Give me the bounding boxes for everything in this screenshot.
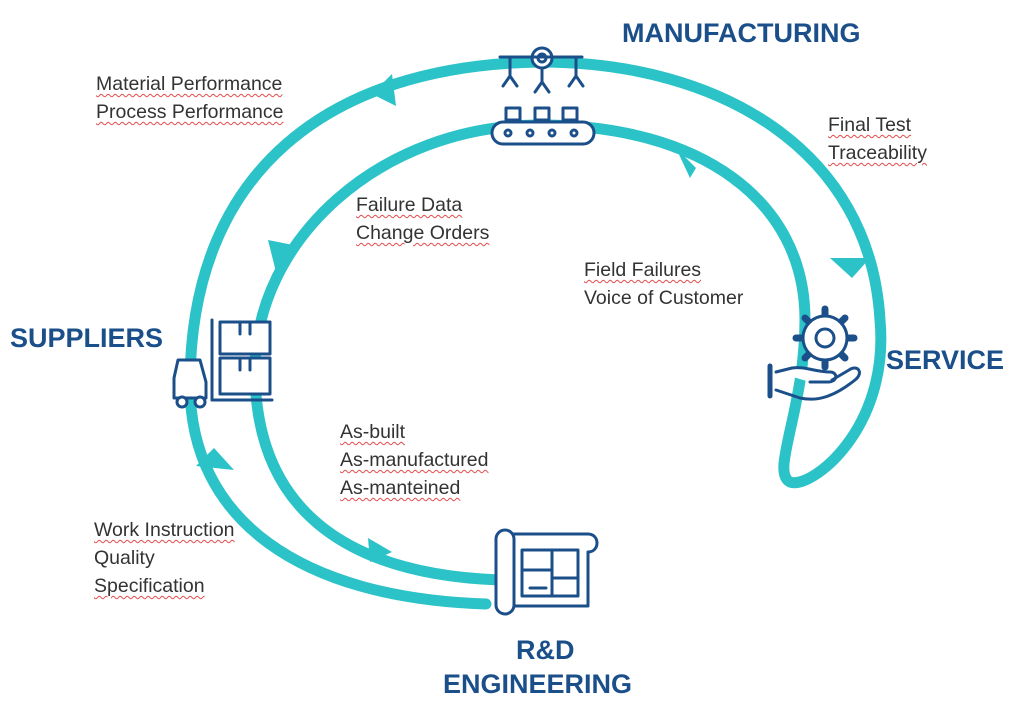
arrow-to-manufacturing xyxy=(372,74,396,106)
manufacturing-title: MANUFACTURING xyxy=(622,18,861,48)
flow-line: Process Performance xyxy=(96,101,284,123)
flow-line: As-built xyxy=(340,421,406,443)
flow-suppliers-to-rd: As-built As-manufactured As-manteined xyxy=(340,418,489,502)
blueprint-scroll-icon xyxy=(494,528,599,616)
flow-line: Field Failures xyxy=(584,259,702,281)
flow-line: As-manufactured xyxy=(340,449,489,471)
suppliers-title: SUPPLIERS xyxy=(10,323,164,353)
outer-loop-path xyxy=(184,56,887,610)
service-title: SERVICE xyxy=(886,345,1005,375)
assembly-robot-conveyor-icon xyxy=(490,46,596,146)
flow-line: Failure Data xyxy=(356,194,463,216)
arrow-to-rd xyxy=(368,538,392,562)
arrow-service-to-manufacturing xyxy=(676,148,696,178)
flow-manufacturing-to-suppliers: Failure Data Change Orders xyxy=(356,191,489,247)
arrow-to-suppliers xyxy=(268,240,298,272)
rd-title-line2: ENGINEERING xyxy=(443,669,633,699)
flow-line: Material Performance xyxy=(96,73,283,95)
flow-line: Traceability xyxy=(828,142,927,164)
flow-service-to-manufacturing: Field Failures Voice of Customer xyxy=(584,256,743,312)
flow-line: Final Test xyxy=(828,114,912,136)
flow-rd-to-suppliers: Work Instruction Quality Specification xyxy=(94,516,235,600)
flow-line: Voice of Customer xyxy=(584,287,744,309)
arrow-rd-to-suppliers xyxy=(196,448,234,470)
flow-line: As-manteined xyxy=(340,477,461,499)
arrow-to-service xyxy=(830,258,870,278)
flow-line: Specification xyxy=(94,575,205,597)
flow-line: Work Instruction xyxy=(94,519,235,541)
rd-title-line1: R&D xyxy=(516,635,575,665)
flow-line: Change Orders xyxy=(356,222,490,244)
flow-manufacturing-to-service: Final Test Traceability xyxy=(828,111,927,167)
flow-suppliers-to-manufacturing: Material Performance Process Performance xyxy=(96,70,284,126)
flow-line: Quality xyxy=(94,547,155,569)
forklift-boxes-icon xyxy=(172,318,274,409)
gear-on-hand-icon xyxy=(767,305,861,401)
